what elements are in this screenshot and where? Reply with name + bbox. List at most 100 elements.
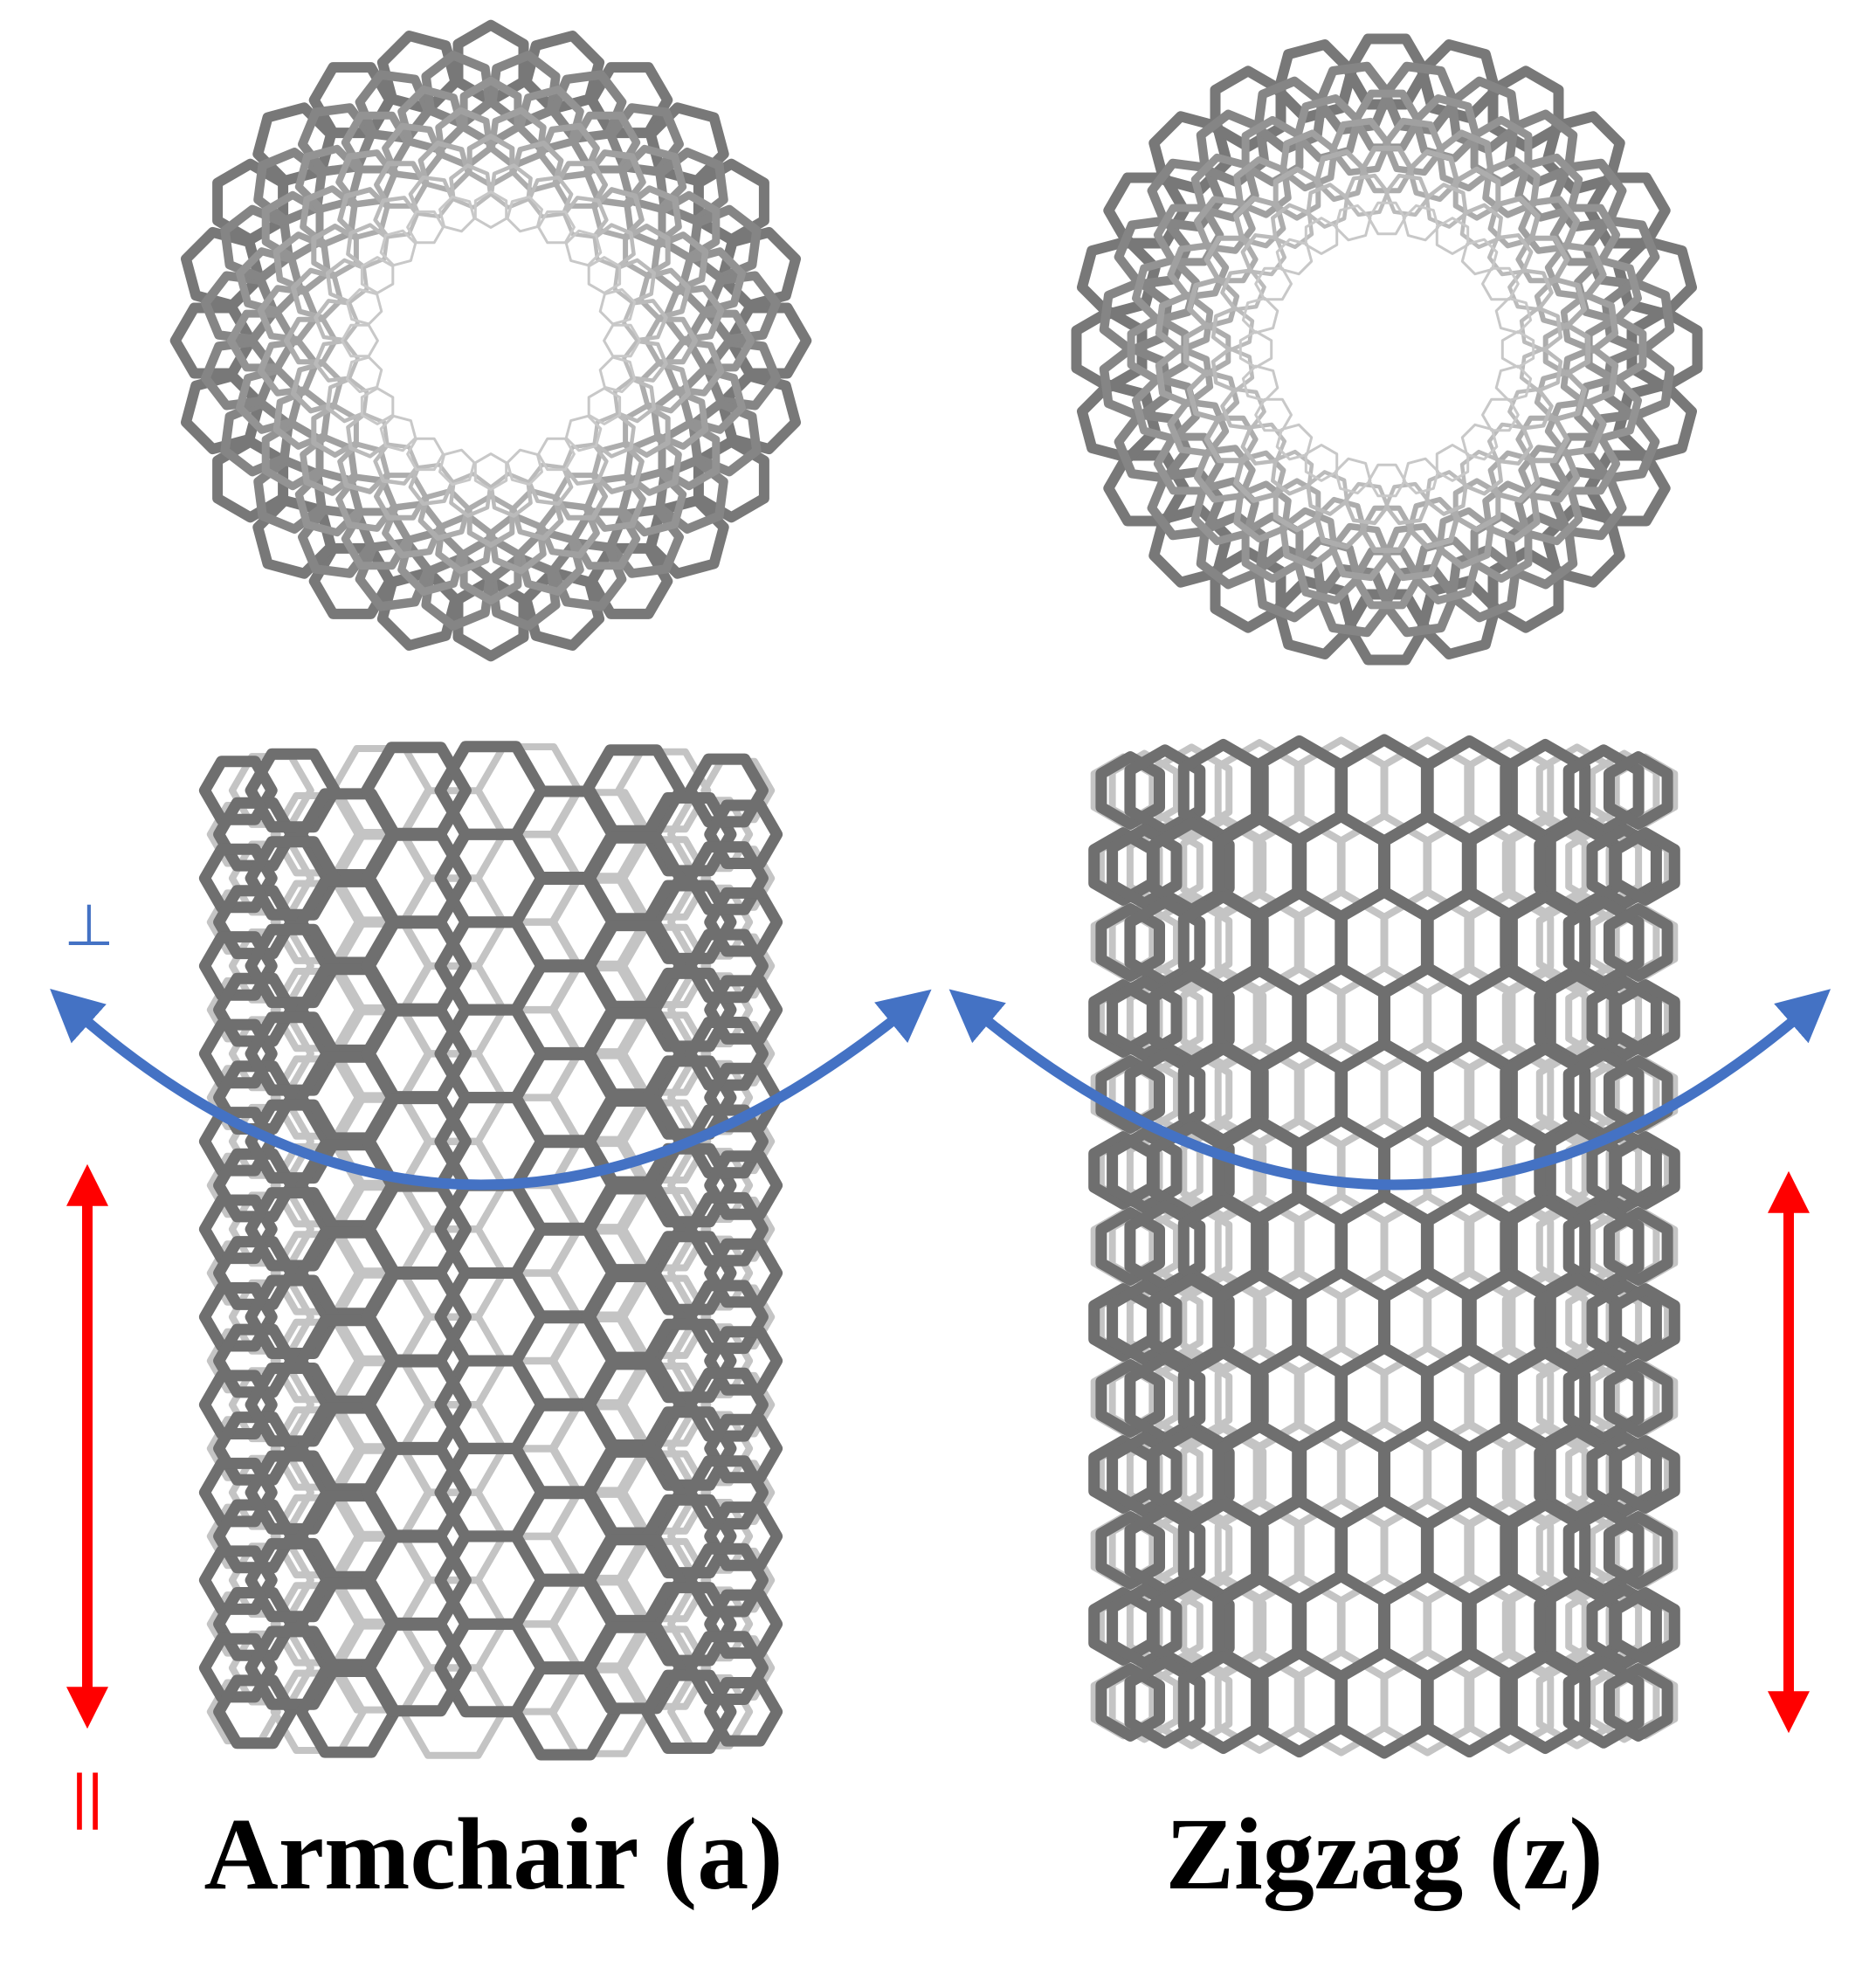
- ring-hexagon: [345, 355, 383, 393]
- front-hexagon: [1604, 1207, 1673, 1286]
- front-hexagon: [1095, 1359, 1165, 1438]
- front-hexagon: [1124, 1352, 1206, 1445]
- front-hexagon: [581, 832, 686, 925]
- front-hexagon: [685, 1455, 769, 1530]
- front-hexagon: [1095, 1511, 1165, 1590]
- ring-hexagon: [360, 387, 395, 425]
- ring-hexagon: [314, 299, 360, 342]
- front-hexagon: [198, 1632, 278, 1703]
- front-hexagon: [1124, 896, 1206, 989]
- ring-hexagon: [537, 437, 576, 472]
- ring-hexagon: [612, 376, 657, 424]
- perpendicular-arrow-armchair: [50, 988, 932, 1191]
- front-hexagon: [685, 1191, 769, 1266]
- ring-hexagon: [1519, 306, 1563, 353]
- ring-hexagon: [598, 288, 637, 326]
- back-hexagon: [1214, 1651, 1305, 1754]
- zigzag-end-view: [1071, 33, 1703, 666]
- front-hexagon: [1107, 1280, 1183, 1365]
- front-hexagon: [198, 1545, 278, 1615]
- ring-hexagon: [408, 175, 455, 219]
- ring-hexagon: [587, 256, 622, 294]
- armchair-side-view: [198, 741, 783, 1761]
- front-hexagon: [1610, 827, 1680, 906]
- front-hexagon: [685, 1543, 769, 1618]
- front-hexagon: [213, 1323, 297, 1398]
- ring-hexagon: [1368, 463, 1406, 498]
- front-hexagon: [213, 797, 297, 872]
- front-hexagon: [1586, 1128, 1662, 1213]
- front-hexagon: [1610, 1587, 1680, 1666]
- front-hexagon: [1124, 1656, 1206, 1749]
- front-hexagon: [1251, 1646, 1348, 1758]
- front-hexagon: [1604, 1663, 1673, 1742]
- ring-hexagon: [603, 323, 641, 358]
- ring-hexagon: [1494, 297, 1533, 335]
- ring-hexagon: [314, 339, 360, 383]
- ring-hexagon: [506, 195, 543, 233]
- front-hexagon: [198, 1194, 278, 1265]
- front-hexagon: [1604, 903, 1673, 982]
- front-hexagon: [245, 1537, 341, 1623]
- front-hexagon: [198, 1107, 278, 1177]
- front-hexagon: [581, 1358, 686, 1451]
- front-hexagon: [245, 1187, 341, 1272]
- front-hexagon: [685, 1367, 769, 1442]
- front-hexagon: [245, 1450, 341, 1535]
- ring-hexagon: [408, 462, 455, 507]
- ring-hexagon: [379, 414, 417, 452]
- ring-hexagon: [591, 187, 645, 240]
- ring-hexagon: [337, 187, 390, 240]
- ring-hexagon: [341, 323, 379, 358]
- ring-hexagon: [527, 175, 574, 219]
- front-hexagon: [1095, 1055, 1165, 1134]
- ring-hexagon: [562, 442, 609, 486]
- front-hexagon: [1107, 824, 1183, 909]
- ring-hexagon: [449, 472, 493, 518]
- front-hexagon: [213, 1411, 297, 1486]
- front-hexagon: [1586, 1584, 1662, 1669]
- zigzag-side-view: [1088, 734, 1680, 1759]
- ring-hexagon: [622, 339, 668, 383]
- front-hexagon: [581, 1446, 686, 1539]
- ring-hexagon: [489, 472, 533, 518]
- front-hexagon: [245, 1099, 341, 1184]
- zigzag-label: Zigzag (z): [1165, 1797, 1603, 1911]
- ring-hexagon: [622, 299, 668, 342]
- ring-hexagon: [564, 414, 603, 452]
- ring-hexagon: [406, 437, 445, 472]
- front-hexagon: [685, 1280, 769, 1355]
- front-hexagon: [1500, 1651, 1591, 1754]
- ring-hexagon: [345, 288, 383, 326]
- front-hexagon: [581, 1271, 686, 1363]
- ring-hexagon: [449, 163, 493, 210]
- front-hexagon: [1562, 896, 1645, 989]
- front-hexagon: [1107, 1128, 1183, 1213]
- ring-hexagon: [325, 258, 369, 305]
- front-hexagon: [1610, 1283, 1680, 1362]
- front-hexagon: [704, 1677, 783, 1747]
- front-hexagon: [1107, 1584, 1183, 1669]
- front-hexagon: [213, 1587, 297, 1661]
- front-hexagon: [685, 1631, 769, 1705]
- front-hexagon: [641, 1669, 737, 1754]
- front-hexagon: [1562, 1200, 1645, 1293]
- front-hexagon: [1610, 1131, 1680, 1210]
- front-hexagon: [581, 744, 686, 837]
- front-hexagon: [581, 1534, 686, 1626]
- front-hexagon: [245, 748, 341, 833]
- perpendicular-symbol: ⊥: [64, 893, 114, 957]
- front-hexagon: [198, 1370, 278, 1439]
- front-hexagon: [361, 1618, 472, 1717]
- front-hexagon: [1604, 1511, 1673, 1590]
- ring-hexagon: [438, 195, 476, 233]
- front-hexagon: [1586, 1280, 1662, 1365]
- front-hexagon: [1124, 744, 1206, 837]
- parallel-symbol: ||: [72, 1762, 103, 1830]
- ring-hexagon: [527, 462, 574, 507]
- ring-hexagon: [438, 448, 476, 487]
- front-hexagon: [1095, 1207, 1165, 1286]
- front-hexagon: [1604, 751, 1673, 830]
- ring-hexagon: [373, 196, 419, 239]
